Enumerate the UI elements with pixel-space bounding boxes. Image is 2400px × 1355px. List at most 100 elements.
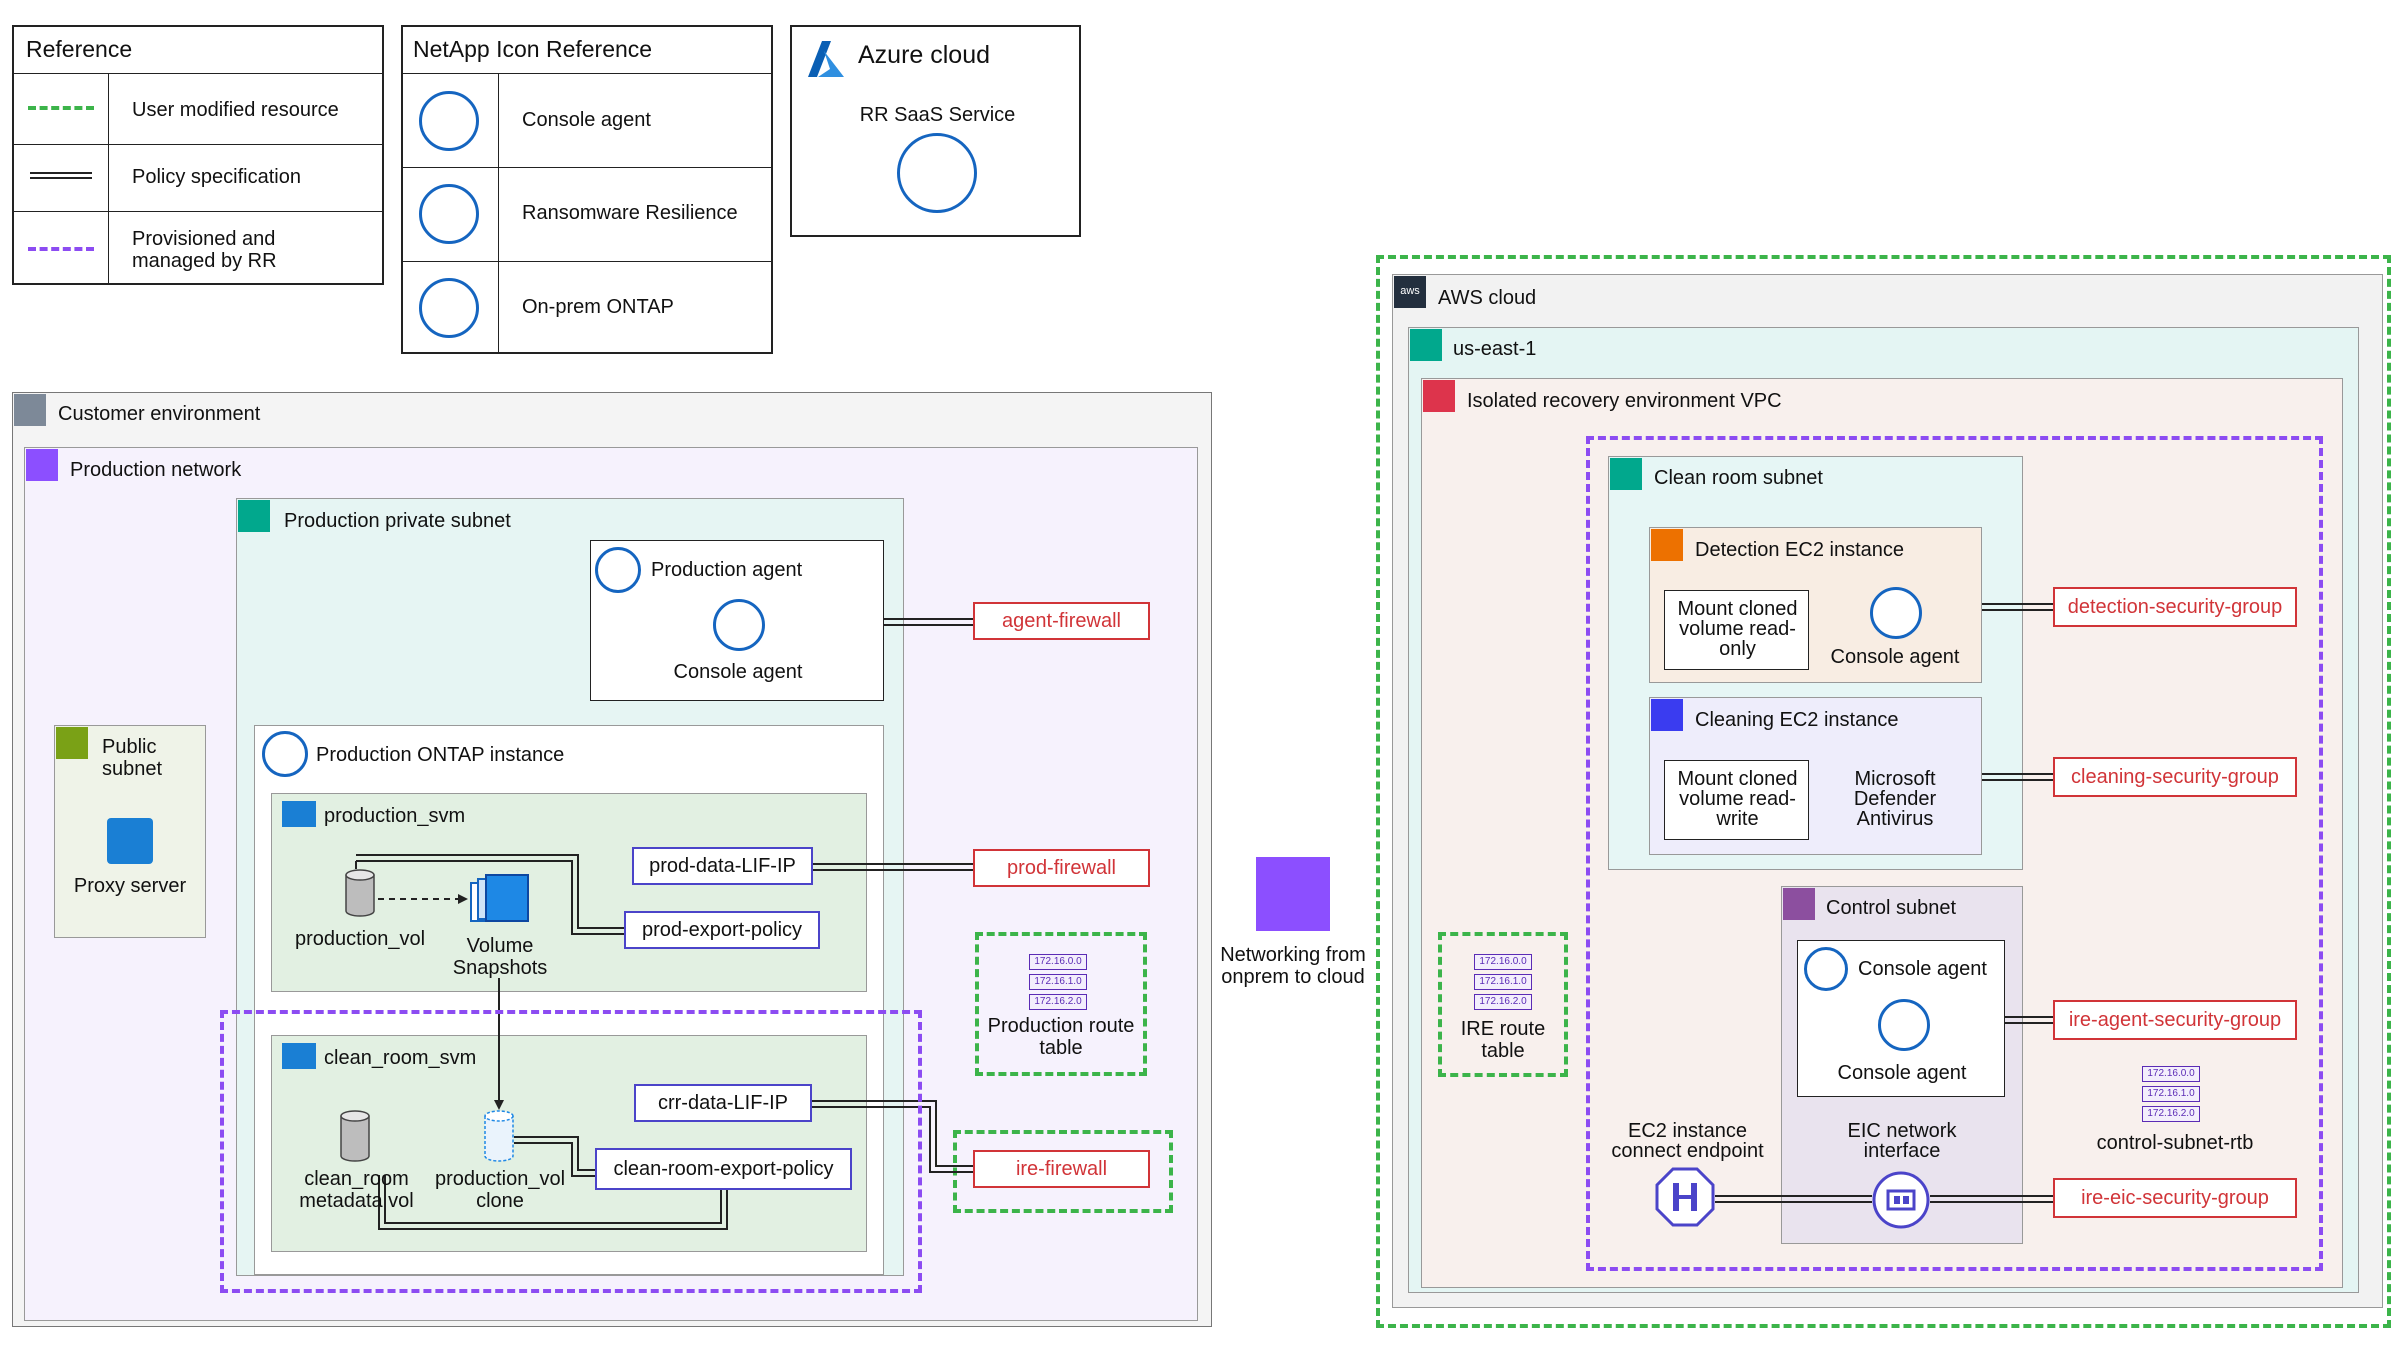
control-subnet-rtb-label: control-subnet-rtb bbox=[2096, 1132, 2254, 1154]
on-prem-ontap-icon bbox=[419, 278, 479, 338]
icon-reference-title: NetApp Icon Reference bbox=[413, 36, 653, 62]
lock-icon bbox=[1783, 888, 1815, 920]
clean-room-metadata-label: clean_room metadata vol bbox=[299, 1168, 414, 1212]
customer-environment-title: Customer environment bbox=[58, 403, 261, 425]
snapshots-icon bbox=[469, 873, 531, 925]
detection-console-agent-label: Console agent bbox=[1830, 646, 1960, 668]
production-route-table-label: Production route table bbox=[987, 1015, 1135, 1059]
production-route-table bbox=[975, 932, 1147, 1076]
ec2-chip-icon bbox=[1651, 699, 1683, 731]
control-agent-box: Console agent Console agent bbox=[1797, 940, 2005, 1097]
svm-icon bbox=[282, 1043, 316, 1069]
aws-cloud-user-modified bbox=[1376, 255, 2391, 1328]
proxy-server-icon bbox=[107, 818, 153, 864]
production-vol-label: production_vol bbox=[294, 928, 426, 950]
control-subnet-title: Control subnet bbox=[1826, 897, 1957, 919]
route-entry: 172.16.0.0 bbox=[1029, 954, 1087, 970]
on-prem-ontap-icon bbox=[262, 731, 308, 777]
console-agent-icon bbox=[1804, 947, 1848, 991]
public-subnet-title: Public subnet bbox=[102, 736, 163, 780]
icon-reference: NetApp Icon Reference Console agent Rans… bbox=[401, 25, 773, 354]
cleaning-ec2-title: Cleaning EC2 instance bbox=[1695, 709, 1899, 731]
svm-icon bbox=[282, 801, 316, 827]
eic-endpoint-label: EC2 instance connect endpoint bbox=[1611, 1120, 1764, 1162]
ire-firewall: ire-firewall bbox=[973, 1150, 1150, 1188]
ransomware-resilience-icon bbox=[1870, 587, 1922, 639]
volume-snapshots-label: Volume Snapshots bbox=[452, 935, 548, 979]
vpc-title: Isolated recovery environment VPC bbox=[1467, 390, 1782, 412]
clean-room-subnet-title: Clean room subnet bbox=[1654, 467, 1823, 489]
legend-label: User modified resource bbox=[132, 99, 339, 121]
mount-read-only-label: Mount cloned volume read-only bbox=[1677, 598, 1798, 660]
legend-label: Policy specification bbox=[132, 166, 301, 188]
ransomware-resilience-icon bbox=[897, 133, 977, 213]
ire-route-table-label: IRE route table bbox=[1460, 1018, 1546, 1062]
clone-volume-icon bbox=[484, 1110, 514, 1162]
ire-agent-security-group: ire-agent-security-group bbox=[2053, 1000, 2297, 1040]
ec2-chip-icon bbox=[1651, 529, 1683, 561]
console-agent-icon bbox=[595, 547, 641, 593]
route-table-icon: 172.16.0.0 172.16.1.0 172.16.2.0 bbox=[2142, 1066, 2200, 1122]
green-dashed-swatch bbox=[28, 106, 94, 110]
mount-read-write-label: Mount cloned volume read-write bbox=[1677, 768, 1798, 830]
route-entry: 172.16.2.0 bbox=[1474, 994, 1532, 1010]
legend-title: Reference bbox=[26, 36, 133, 62]
production-network-title: Production network bbox=[70, 459, 242, 481]
route-entry: 172.16.1.0 bbox=[1474, 974, 1532, 990]
clean-room-svm-title: clean_room_svm bbox=[324, 1047, 477, 1069]
networking-label: Networking from onprem to cloud bbox=[1220, 944, 1366, 988]
volume-icon bbox=[345, 869, 375, 917]
route-table-icon: 172.16.0.0 172.16.1.0 172.16.2.0 bbox=[1474, 954, 1532, 1010]
detection-security-group: detection-security-group bbox=[2053, 587, 2297, 627]
ransomware-resilience-icon bbox=[713, 599, 765, 651]
proxy-server-label: Proxy server bbox=[73, 875, 187, 897]
icon-reference-label: Ransomware Resilience bbox=[522, 202, 738, 224]
route-entry: 172.16.1.0 bbox=[2142, 1086, 2200, 1102]
mount-read-write-box: Mount cloned volume read-write bbox=[1664, 760, 1809, 840]
lock-icon bbox=[56, 727, 88, 759]
control-agent-title: Console agent bbox=[1858, 958, 1987, 980]
production-svm-title: production_svm bbox=[324, 805, 466, 827]
ransomware-resilience-icon bbox=[1878, 999, 1930, 1051]
console-agent-icon bbox=[419, 91, 479, 151]
route-table-icon: 172.16.0.0 172.16.1.0 172.16.2.0 bbox=[1029, 954, 1087, 1010]
control-agent-label: Console agent bbox=[1837, 1062, 1967, 1084]
cleaning-security-group: cleaning-security-group bbox=[2053, 757, 2297, 797]
detection-ec2-title: Detection EC2 instance bbox=[1695, 539, 1905, 561]
lock-icon bbox=[1610, 458, 1642, 490]
route-entry: 172.16.2.0 bbox=[2142, 1106, 2200, 1122]
route-entry: 172.16.0.0 bbox=[1474, 954, 1532, 970]
azure-title: Azure cloud bbox=[858, 41, 991, 69]
prod-export-policy: prod-export-policy bbox=[624, 911, 820, 949]
aws-logo-icon: aws bbox=[1394, 276, 1426, 308]
legend-label: Provisioned and managed by RR bbox=[132, 228, 277, 272]
ire-route-table bbox=[1438, 932, 1568, 1077]
eic-interface-label: EIC network interface bbox=[1847, 1120, 1957, 1162]
defender-label: Microsoft Defender Antivirus bbox=[1853, 768, 1937, 830]
production-vol-clone-label: production_vol clone bbox=[434, 1168, 566, 1212]
icon-reference-label: On-prem ONTAP bbox=[522, 296, 674, 318]
purple-dashed-swatch bbox=[28, 247, 94, 251]
prod-firewall: prod-firewall bbox=[973, 849, 1150, 887]
eic-interface-icon bbox=[1872, 1171, 1930, 1229]
route-entry: 172.16.0.0 bbox=[2142, 1066, 2200, 1082]
double-line-swatch bbox=[30, 172, 92, 179]
ire-eic-security-group: ire-eic-security-group bbox=[2053, 1178, 2297, 1218]
eic-endpoint-icon bbox=[1655, 1167, 1715, 1227]
building-icon bbox=[14, 394, 46, 426]
production-agent-box: Production agent Console agent bbox=[590, 540, 884, 701]
agent-firewall: agent-firewall bbox=[973, 602, 1150, 640]
production-ontap-title: Production ONTAP instance bbox=[316, 744, 565, 766]
networking-icon bbox=[1256, 857, 1330, 931]
console-agent-label: Console agent bbox=[673, 661, 803, 683]
reference-legend: Reference User modified resource Policy … bbox=[12, 25, 384, 285]
aws-cloud-title: AWS cloud bbox=[1438, 287, 1537, 309]
azure-logo-icon bbox=[804, 37, 848, 81]
mount-read-only-box: Mount cloned volume read-only bbox=[1664, 590, 1809, 670]
production-private-subnet-title: Production private subnet bbox=[284, 510, 511, 532]
region-title: us-east-1 bbox=[1453, 338, 1537, 360]
region-flag-icon bbox=[1410, 329, 1442, 361]
crr-data-lif-ip: crr-data-LIF-IP bbox=[634, 1084, 812, 1122]
ransomware-resilience-icon bbox=[419, 184, 479, 244]
